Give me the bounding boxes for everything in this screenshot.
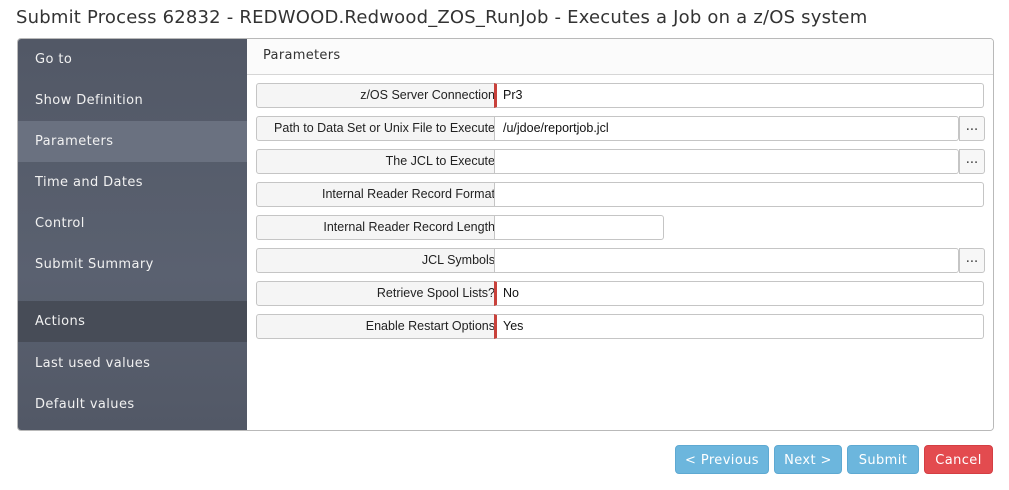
jcl-symbols-field[interactable]: [494, 248, 959, 273]
param-row-retrieve-spool-lists: Retrieve Spool Lists? No: [256, 281, 984, 306]
jcl-to-execute-field[interactable]: [494, 149, 959, 174]
record-length-field[interactable]: [494, 215, 664, 240]
jcl-symbols-browse-button[interactable]: ...: [959, 248, 985, 273]
retrieve-spool-lists-field[interactable]: No: [494, 281, 984, 306]
submit-button[interactable]: Submit: [847, 445, 919, 474]
section-title: Parameters: [247, 39, 993, 75]
param-label: Enable Restart Options: [256, 314, 504, 339]
next-button[interactable]: Next >: [774, 445, 842, 474]
previous-button[interactable]: < Previous: [675, 445, 769, 474]
parameters-content: Parameters z/OS Server Connection Pr3 Pa…: [247, 39, 993, 430]
sidebar-item-parameters[interactable]: Parameters: [18, 121, 247, 162]
param-label: z/OS Server Connection: [256, 83, 504, 108]
submit-panel: Go to Show Definition Parameters Time an…: [17, 38, 994, 431]
window-title: Submit Process 62832 - REDWOOD.Redwood_Z…: [16, 7, 868, 28]
sidebar-item-last-used-values[interactable]: Last used values: [35, 356, 151, 371]
param-row-jcl-to-execute: The JCL to Execute ...: [256, 149, 985, 174]
param-row-zos-server-connection: z/OS Server Connection Pr3: [256, 83, 984, 108]
sidebar: Go to Show Definition Parameters Time an…: [18, 39, 247, 430]
param-row-internal-reader-record-format: Internal Reader Record Format: [256, 182, 984, 207]
param-row-path-to-data-set: Path to Data Set or Unix File to Execute…: [256, 116, 985, 141]
sidebar-item-default-values[interactable]: Default values: [35, 397, 135, 412]
sidebar-item-submit-summary[interactable]: Submit Summary: [35, 257, 154, 272]
param-row-jcl-symbols: JCL Symbols ...: [256, 248, 985, 273]
sidebar-actions-header: Actions: [18, 301, 247, 342]
param-label: Internal Reader Record Length: [256, 215, 504, 240]
path-to-data-set-field[interactable]: /u/jdoe/reportjob.jcl: [494, 116, 959, 141]
cancel-button[interactable]: Cancel: [924, 445, 993, 474]
enable-restart-options-field[interactable]: Yes: [494, 314, 984, 339]
param-label: JCL Symbols: [256, 248, 504, 273]
sidebar-item-time-and-dates[interactable]: Time and Dates: [35, 175, 143, 190]
param-label: Retrieve Spool Lists?: [256, 281, 504, 306]
zos-server-connection-field[interactable]: Pr3: [494, 83, 984, 108]
param-label: Internal Reader Record Format: [256, 182, 504, 207]
param-row-internal-reader-record-length: Internal Reader Record Length: [256, 215, 664, 240]
param-label: The JCL to Execute: [256, 149, 504, 174]
record-format-field[interactable]: [494, 182, 984, 207]
jcl-browse-button[interactable]: ...: [959, 149, 985, 174]
sidebar-item-control[interactable]: Control: [35, 216, 85, 231]
sidebar-item-go-to[interactable]: Go to: [35, 52, 73, 67]
param-label: Path to Data Set or Unix File to Execute: [256, 116, 504, 141]
param-row-enable-restart-options: Enable Restart Options Yes: [256, 314, 984, 339]
path-browse-button[interactable]: ...: [959, 116, 985, 141]
sidebar-item-show-definition[interactable]: Show Definition: [35, 93, 144, 108]
